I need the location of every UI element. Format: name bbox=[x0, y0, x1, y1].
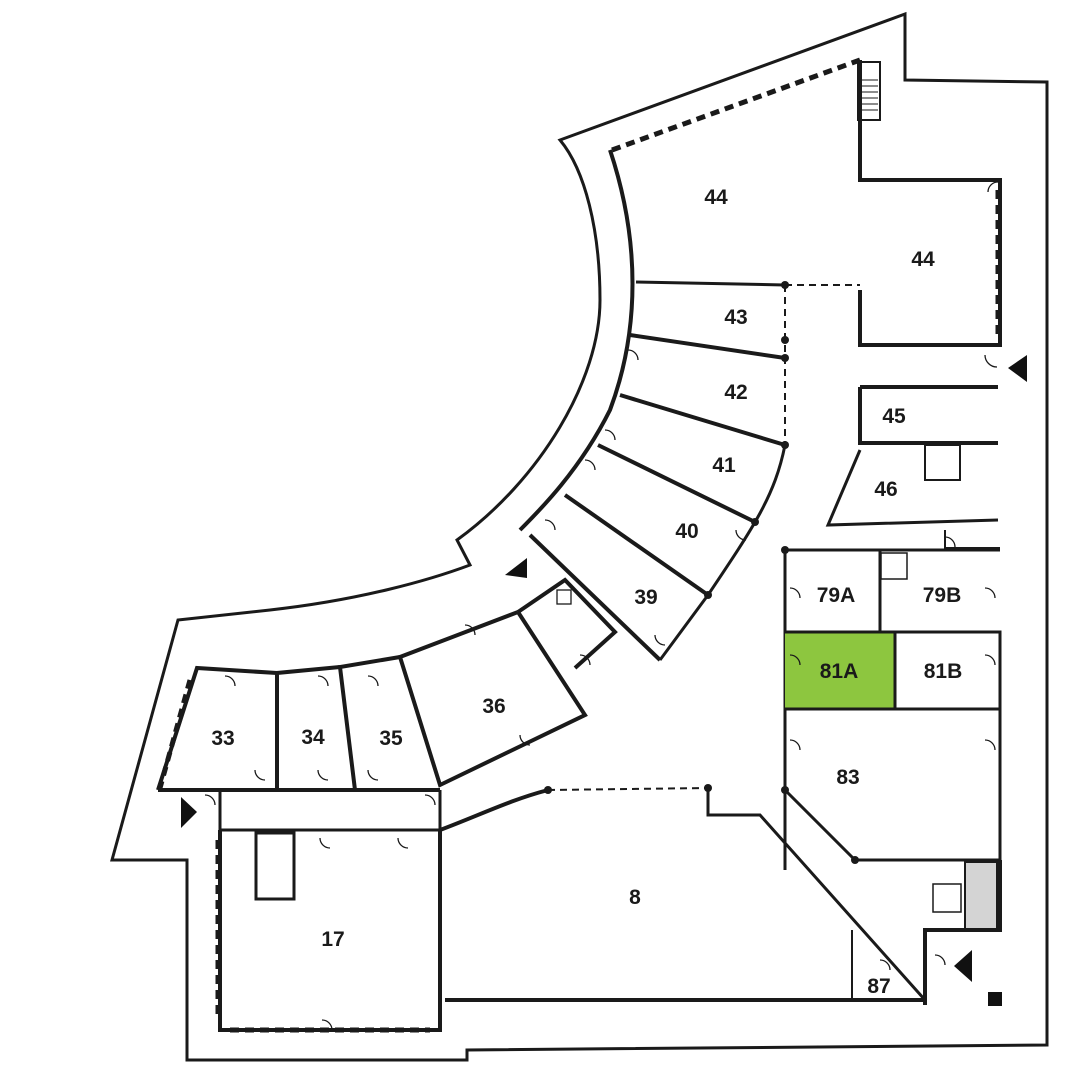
room-43-walls bbox=[629, 333, 786, 360]
node-8a bbox=[544, 786, 552, 794]
entrance-marker-icon bbox=[988, 992, 1002, 1006]
room-39-walls bbox=[528, 533, 662, 662]
room-43-label[interactable]: 43 bbox=[724, 306, 747, 329]
south-east-walls bbox=[923, 860, 1002, 1005]
room-45-label[interactable]: 45 bbox=[882, 405, 906, 428]
room-east-nodes bbox=[781, 546, 859, 864]
elevator-shaft bbox=[964, 861, 998, 931]
elevator-icon bbox=[932, 883, 962, 913]
room-46-label[interactable]: 46 bbox=[874, 478, 897, 501]
entrance-marker-icon bbox=[505, 558, 527, 578]
stairs-icon bbox=[857, 61, 881, 121]
building-outline bbox=[110, 11, 1049, 1062]
room-41-label[interactable]: 41 bbox=[712, 454, 736, 477]
room-8-label[interactable]: 8 bbox=[629, 886, 641, 909]
door-arcs bbox=[204, 181, 999, 1031]
room-35-walls bbox=[337, 655, 401, 791]
room-79a-label[interactable]: 79A bbox=[817, 584, 856, 607]
room-46-walls bbox=[825, 449, 999, 527]
room-44-north-label[interactable]: 44 bbox=[704, 186, 728, 209]
room-36-label[interactable]: 36 bbox=[482, 695, 505, 718]
entrance-marker-icon bbox=[1008, 355, 1027, 382]
window-33 bbox=[157, 679, 193, 789]
entrance-marker-icon bbox=[954, 950, 972, 982]
room-44-east-label[interactable]: 44 bbox=[911, 248, 935, 271]
east-service-lines bbox=[944, 530, 1000, 549]
room-40-label[interactable]: 40 bbox=[675, 520, 698, 543]
room-42-label[interactable]: 42 bbox=[724, 381, 747, 404]
room-33-walls bbox=[156, 665, 278, 791]
room-39-label[interactable]: 39 bbox=[634, 586, 657, 609]
corridor-nodes bbox=[704, 281, 789, 599]
stairs-17 bbox=[254, 831, 296, 901]
elevator-icon bbox=[880, 552, 908, 580]
room-41-walls bbox=[597, 443, 756, 524]
room-46-closet bbox=[924, 444, 961, 481]
room-8-east bbox=[706, 788, 927, 1001]
room-35-label[interactable]: 35 bbox=[379, 727, 403, 750]
room-87-label[interactable]: 87 bbox=[867, 975, 890, 998]
room-36-walls bbox=[397, 610, 588, 788]
room-17-label[interactable]: 17 bbox=[321, 928, 344, 951]
corridor-east-curve bbox=[658, 444, 787, 661]
room-40-walls bbox=[563, 493, 710, 597]
lobby-walls bbox=[218, 790, 442, 832]
room-79b-label[interactable]: 79B bbox=[923, 584, 962, 607]
room-33-label[interactable]: 33 bbox=[211, 727, 234, 750]
room-34-label[interactable]: 34 bbox=[301, 726, 325, 749]
atm-room-walls bbox=[516, 577, 618, 670]
room-83-label[interactable]: 83 bbox=[836, 766, 859, 789]
room-8-dashed bbox=[547, 787, 709, 791]
inner-wall-curve bbox=[518, 149, 635, 532]
room-44-walls bbox=[858, 60, 1002, 347]
room-81b-label[interactable]: 81B bbox=[924, 660, 963, 683]
room-83-walls bbox=[783, 709, 1002, 862]
node-8b bbox=[704, 784, 712, 792]
room-81-walls bbox=[785, 630, 1002, 711]
stairs-treads bbox=[862, 79, 878, 111]
room-44-divider bbox=[635, 280, 786, 287]
atm-icon bbox=[556, 589, 572, 605]
room-45-walls bbox=[858, 385, 998, 445]
room-81a-fill bbox=[785, 632, 895, 709]
room-81a-label[interactable]: 81A bbox=[820, 660, 859, 683]
entrance-marker-icon bbox=[181, 797, 197, 828]
room-42-walls bbox=[619, 393, 786, 447]
inner-window-north bbox=[611, 57, 861, 153]
room-8-walls bbox=[439, 788, 549, 832]
